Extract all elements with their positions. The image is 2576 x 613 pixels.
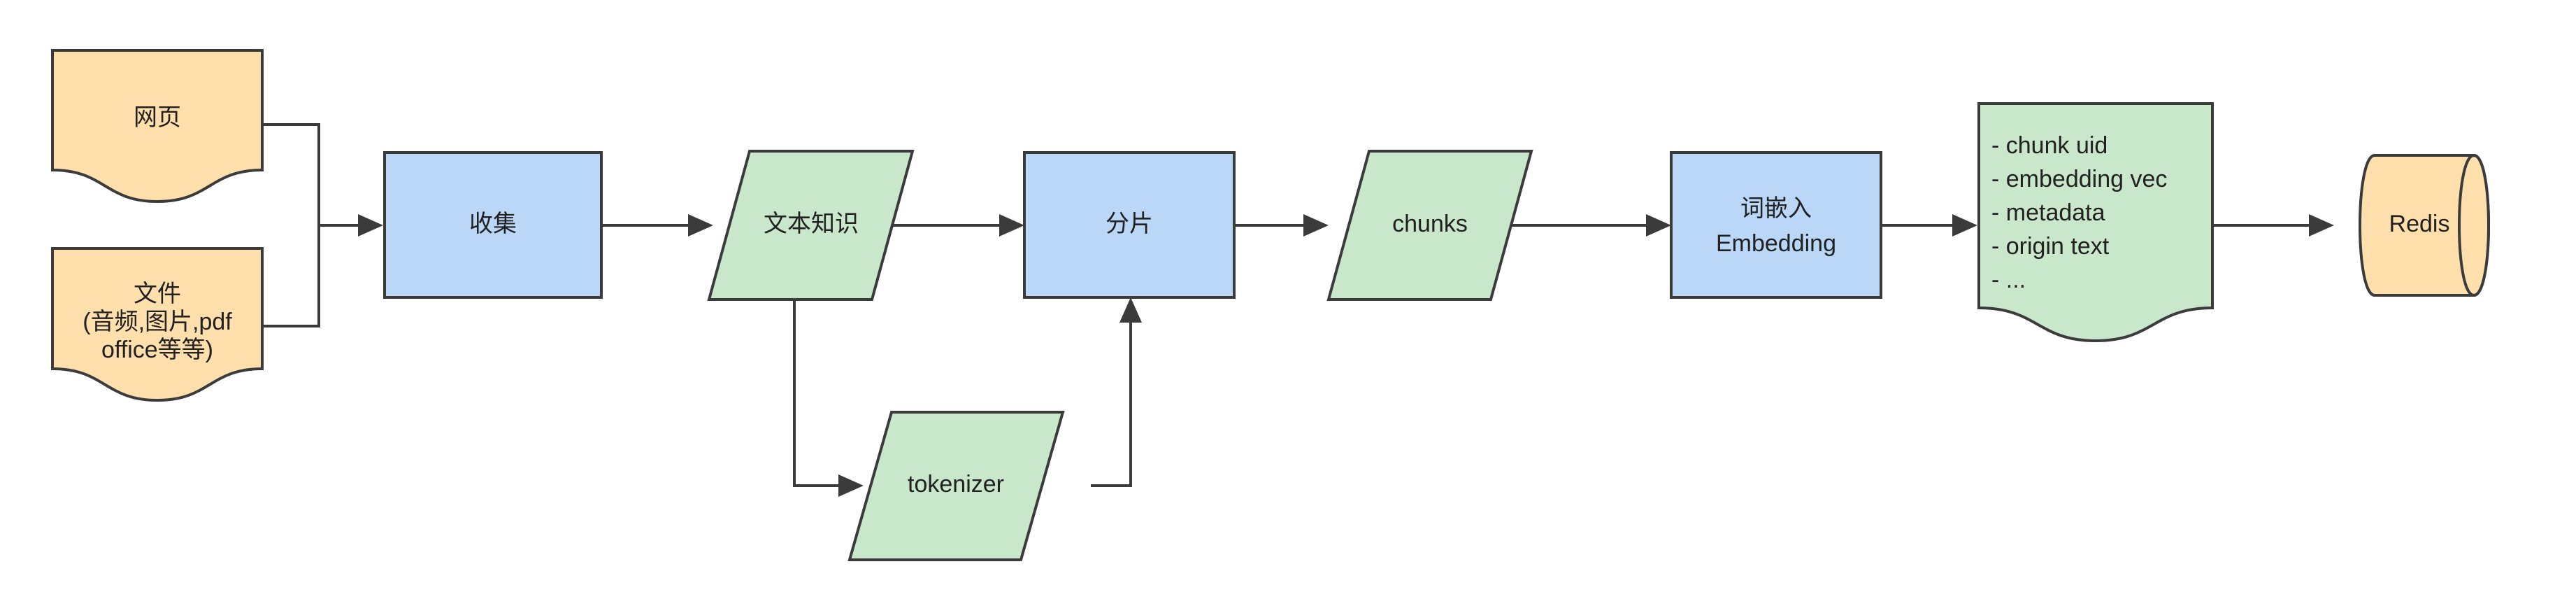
file-document-shape <box>51 247 264 402</box>
tokenizer-label: tokenizer <box>908 471 1004 498</box>
node-collect[interactable]: 收集 <box>383 151 603 299</box>
webpage-label: 网页 <box>134 104 181 131</box>
redis-cylinder-cap <box>2458 153 2490 297</box>
chunk-record-line-4: - ... <box>1991 267 2026 293</box>
chunk-record-line-0: - chunk uid <box>1991 132 2108 159</box>
arrow-head-text-knowledge <box>688 214 713 237</box>
node-file[interactable]: 文件 (音频,图片,pdf office等等) <box>51 247 264 402</box>
arrow-head-tokenizer <box>838 474 864 497</box>
node-tokenizer[interactable]: tokenizer <box>847 411 1065 561</box>
split-rect-shape <box>1023 151 1236 299</box>
node-split[interactable]: 分片 <box>1023 151 1236 299</box>
chunks-label: chunks <box>1392 211 1468 237</box>
arrow-head-split-bottom <box>1119 297 1142 323</box>
edge-webpage-to-collect <box>262 123 320 225</box>
edge-text-to-tokenizer <box>793 300 844 487</box>
collect-rect-shape <box>383 151 603 299</box>
embedding-label-line1: 词嵌入 <box>1740 195 1812 222</box>
embedding-rect-shape <box>1670 151 1882 299</box>
node-text-knowledge[interactable]: 文本知识 <box>707 150 915 301</box>
arrow-head-redis <box>2309 214 2334 237</box>
arrow-head-chunk-record <box>1952 214 1977 237</box>
webpage-document-shape <box>51 49 264 204</box>
node-chunks[interactable]: chunks <box>1326 150 1533 301</box>
chunk-record-document-shape <box>1977 102 2214 343</box>
tokenizer-parallelogram-shape <box>847 411 1065 561</box>
node-webpage[interactable]: 网页 <box>51 49 264 204</box>
chunk-record-line-1: - embedding vec <box>1991 166 2167 192</box>
arrow-head-collect <box>358 214 383 237</box>
file-label-line3: office等等) <box>101 337 213 363</box>
node-chunk-record[interactable]: - chunk uid - embedding vec - metadata -… <box>1977 102 2214 343</box>
arrow-head-embedding <box>1646 214 1671 237</box>
file-label-line2: (音频,图片,pdf <box>83 309 232 335</box>
file-label-line1: 文件 <box>134 281 181 307</box>
text-knowledge-label: 文本知识 <box>764 211 859 237</box>
chunk-record-line-2: - metadata <box>1991 199 2105 226</box>
collect-label: 收集 <box>469 211 517 237</box>
redis-label: Redis <box>2389 211 2450 237</box>
node-redis[interactable]: Redis <box>2359 153 2490 297</box>
node-embedding[interactable]: 词嵌入 Embedding <box>1670 151 1882 299</box>
arrow-head-chunks <box>1303 214 1329 237</box>
split-label: 分片 <box>1105 211 1153 237</box>
edge-file-to-collect <box>262 225 320 327</box>
arrow-head-split <box>999 214 1024 237</box>
chunks-parallelogram-shape <box>1326 150 1533 301</box>
text-knowledge-parallelogram-shape <box>707 150 915 301</box>
chunk-record-line-3: - origin text <box>1991 233 2110 260</box>
edge-tokenizer-to-split <box>1091 317 1132 487</box>
embedding-label-line2: Embedding <box>1716 230 1836 257</box>
